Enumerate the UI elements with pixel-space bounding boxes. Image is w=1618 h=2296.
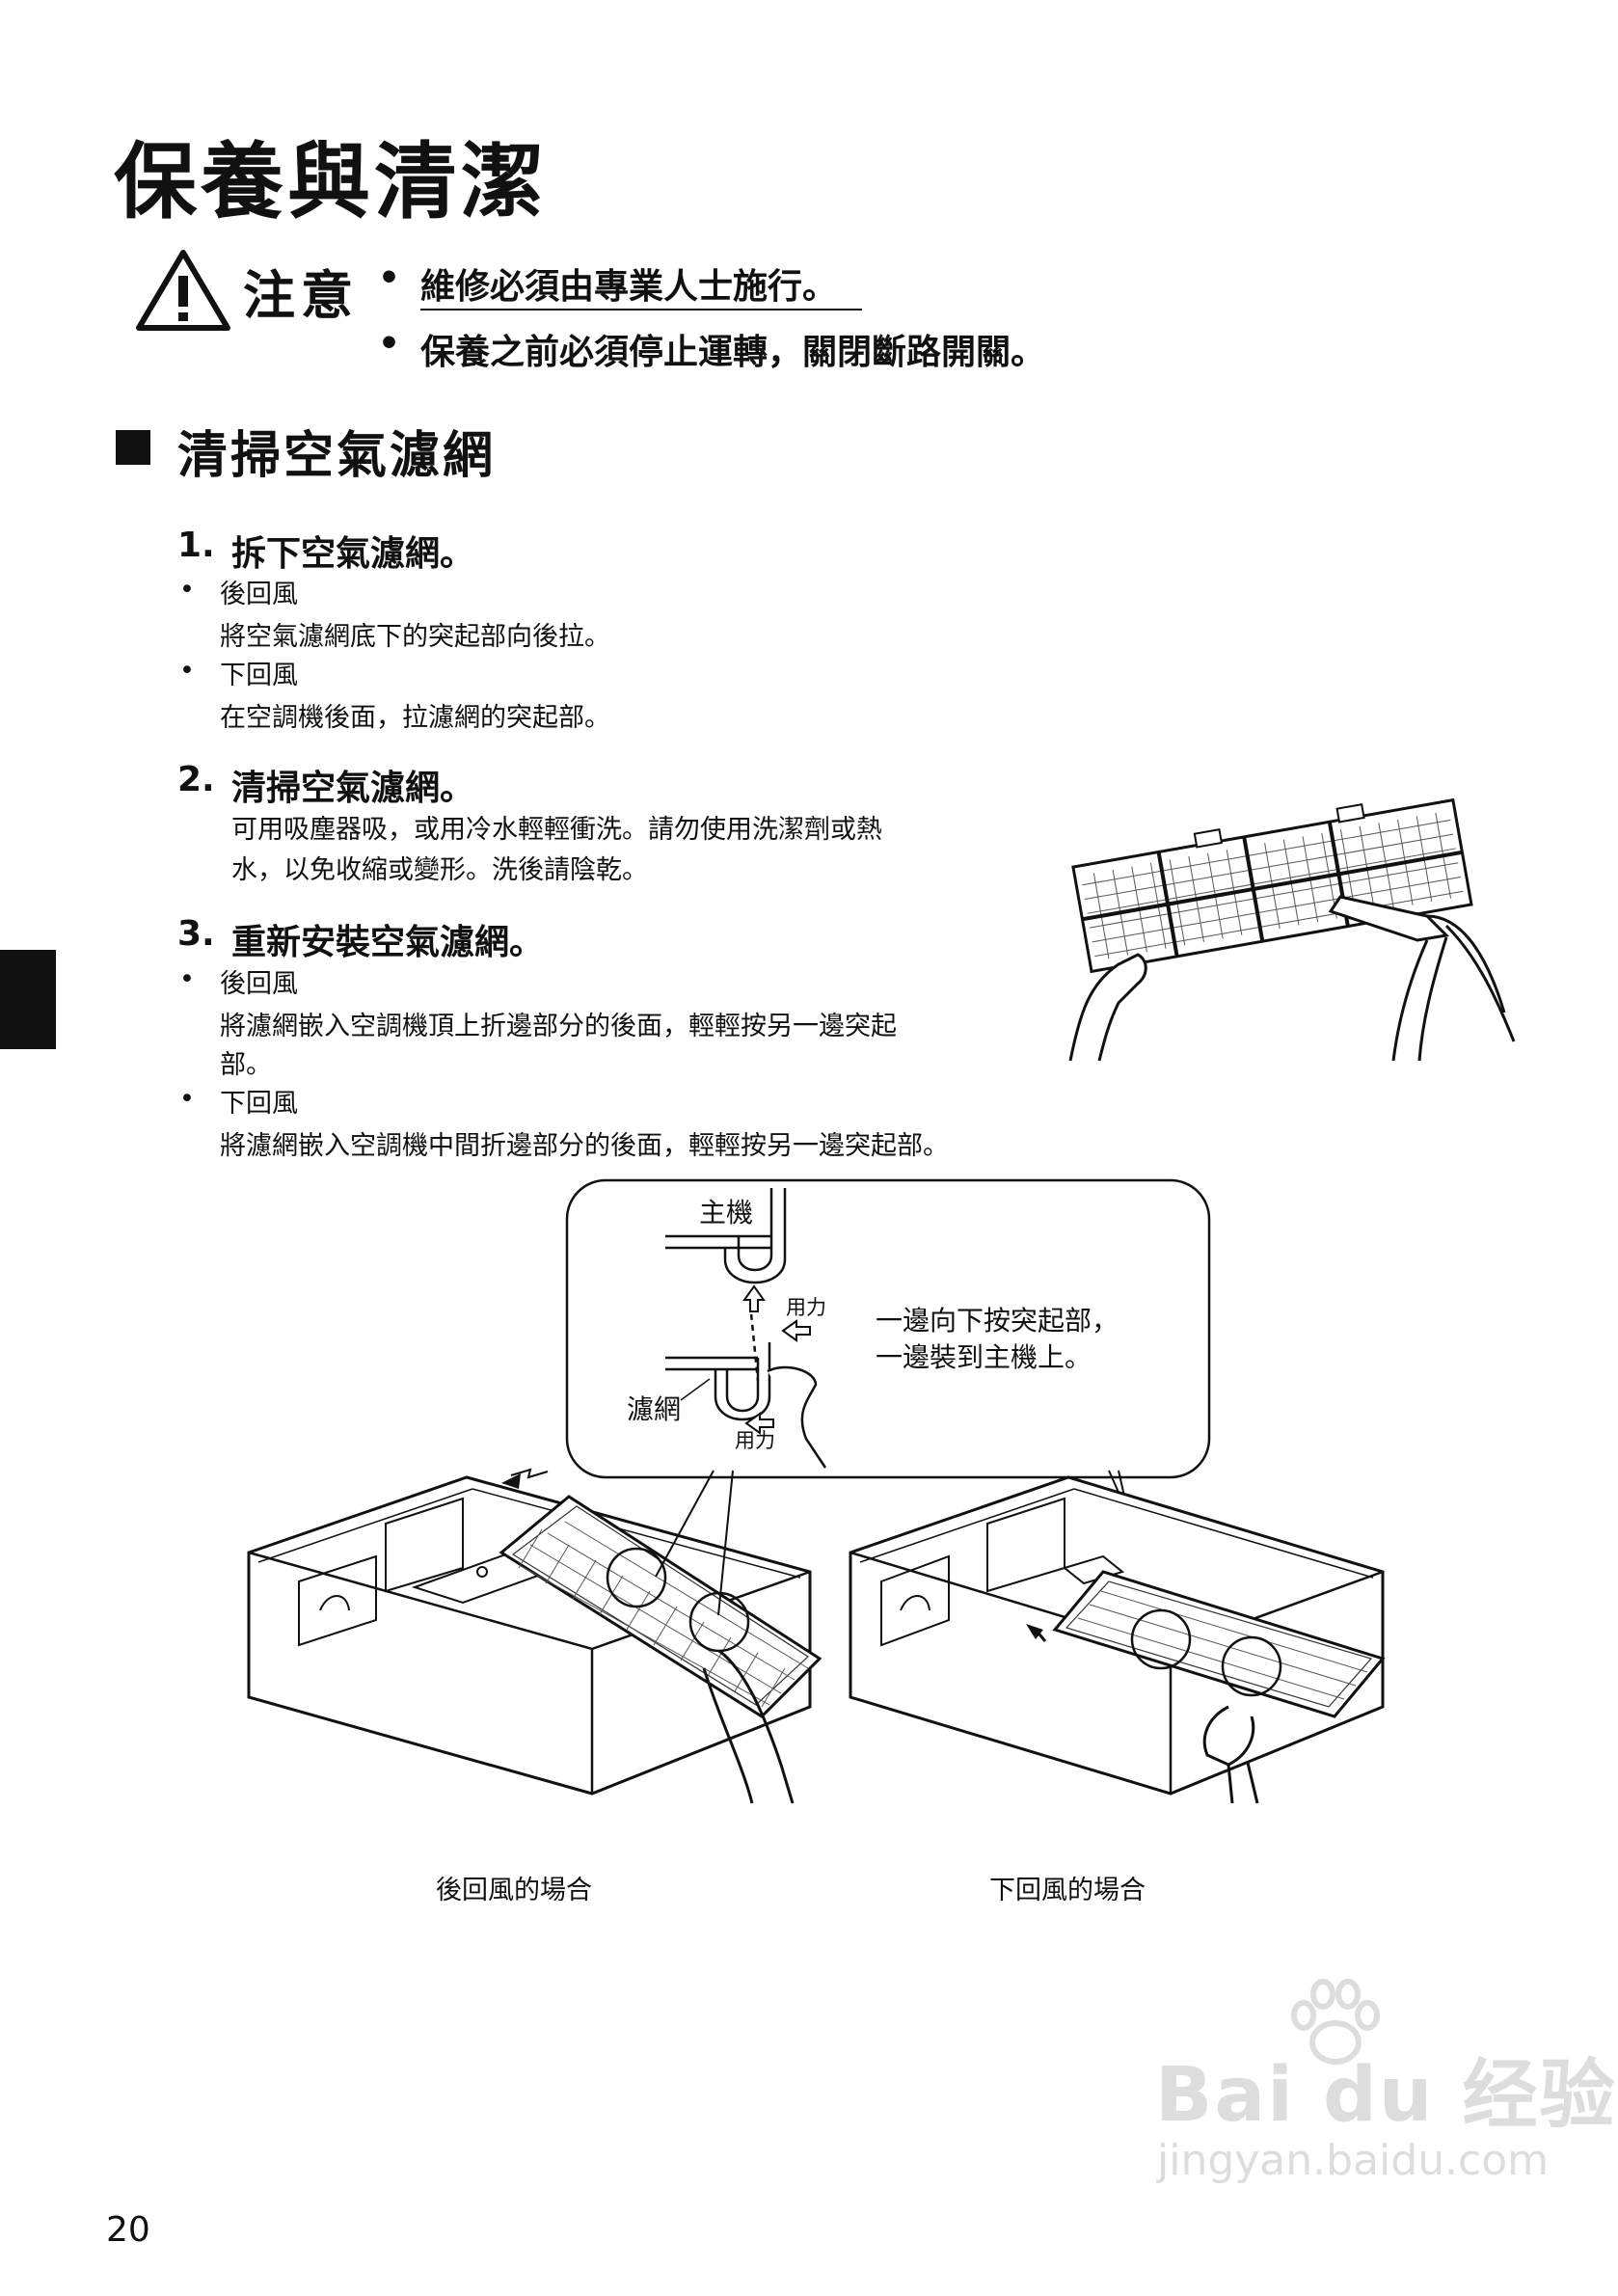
bullet-text: 部。 [220,1050,272,1080]
section-square-icon [116,430,150,465]
instruction-text: 一邊裝到主機上。 [876,1341,1092,1373]
bullet-icon: • [179,656,195,686]
step-text: 水，以免收縮或變形。洗後請陰乾。 [231,855,648,885]
callout-leader-lines [655,1470,1187,1684]
bullet-icon: • [179,964,195,994]
step-number: 1. [177,526,215,565]
main-unit-label: 主機 [699,1197,754,1229]
bullet-icon: • [378,324,401,364]
bullet-text: 將濾網嵌入空調機頂上折邊部分的後面，輕輕按另一邊突起 [220,1012,897,1041]
bullet-label: 後回風 [220,580,298,609]
step-title: 清掃空氣濾網。 [231,769,475,808]
warning-icon [136,250,230,331]
bullet-icon: • [179,1084,195,1114]
caution-label: 注意 [243,265,359,326]
rear-return-caption: 後回風的場合 [436,1876,592,1905]
section-title: 清掃空氣濾網 [177,427,497,485]
watermark-url: jingyan.baidu.com [1157,2136,1550,2185]
step-number: 3. [177,914,215,954]
step-text: 可用吸塵器吸，或用冷水輕輕衝洗。請勿使用洗潔劑或熱 [231,815,882,845]
step-title: 重新安裝空氣濾網。 [231,923,545,962]
watermark-logo: Bai du 经验 [1155,2052,1617,2139]
filter-cleaning-illustration [1068,797,1516,1062]
bottom-return-caption: 下回風的場合 [989,1876,1146,1905]
bullet-text: 將空氣濾網底下的突起部向後拉。 [220,622,610,652]
bullet-text: 在空調機後面，拉濾網的突起部。 [220,703,610,733]
paw-icon [1291,1979,1380,2065]
force-label: 用力 [735,1429,775,1452]
bullet-label: 下回風 [220,661,298,690]
caution-underline [420,309,862,311]
caution-item: 保養之前必須停止運轉，關閉斷路開關。 [420,333,1046,372]
force-label: 用力 [786,1296,826,1319]
bullet-label: 下回風 [220,1089,298,1119]
step-number: 2. [177,760,215,799]
bottom-return-unit-illustration [849,1475,1386,1804]
bullet-icon: • [378,258,401,298]
page-number: 20 [106,2210,150,2250]
chapter-tab [0,950,56,1049]
caution-item: 維修必須由專業人士施行。 [420,267,838,307]
filter-label: 濾網 [627,1393,682,1425]
rear-return-unit-illustration [247,1468,822,1804]
bullet-icon: • [179,575,195,605]
page-title: 保養與清潔 [114,134,548,230]
bullet-text: 將濾網嵌入空調機中間折邊部分的後面，輕輕按另一邊突起部。 [220,1131,949,1161]
detail-callout-box [565,1178,1211,1479]
instruction-text: 一邊向下按突起部， [876,1305,1119,1337]
step-title: 拆下空氣濾網。 [231,534,475,574]
bullet-label: 後回風 [220,969,298,999]
